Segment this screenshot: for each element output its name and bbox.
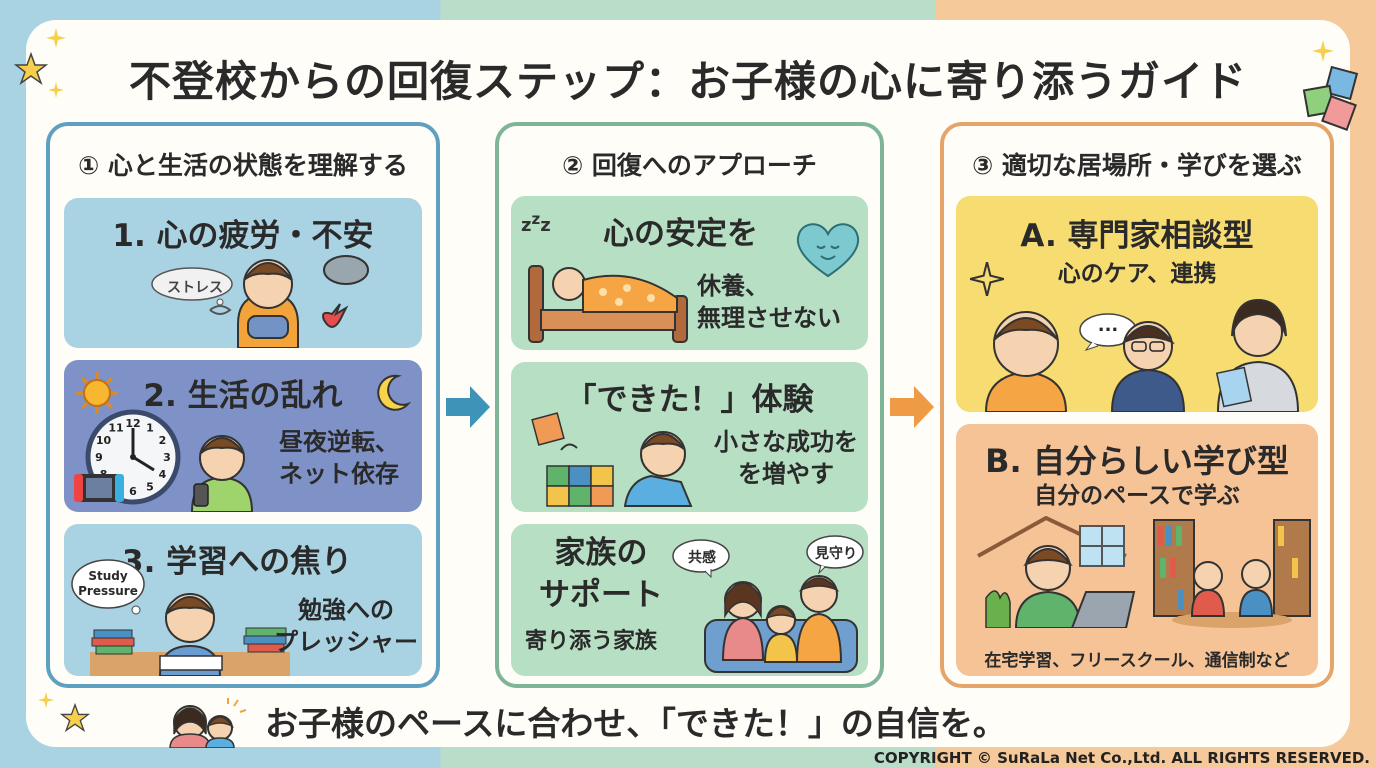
sparkle-icon [46, 28, 66, 48]
clock-number: 9 [95, 451, 103, 464]
page-title: 不登校からの回復ステップ：お子様の心に寄り添うガイド [128, 57, 1247, 106]
zzz-icon: zzz [521, 210, 551, 236]
box-text: 小さな成功を を増やす [714, 428, 858, 488]
clock-number: 5 [146, 480, 154, 493]
clock-number: 11 [108, 422, 123, 435]
box-text: 勉強への プレッシャー [274, 596, 418, 656]
column-header: ③ 適切な居場所・学びを選ぶ [972, 151, 1302, 180]
box-mental-fatigue: 1. 心の疲労・不安 ストレス [64, 198, 422, 348]
pressure-bubble-shape [71, 559, 145, 615]
watch-over-bubble-shape [806, 535, 864, 574]
box-subtitle: 自分のペースで学ぶ [1034, 483, 1240, 509]
sparkle-icon [970, 262, 1004, 296]
column-choose-place: ③ 適切な居場所・学びを選ぶ A. 専門家相談型 心のケア、連携 ... B. … [940, 122, 1334, 688]
child-phone-illustration [190, 435, 254, 512]
box-own-learning: B. 自分らしい学び型 自分のペースで学ぶ [956, 424, 1318, 676]
empathy-bubble-shape [672, 539, 730, 578]
free-school-illustration [1153, 519, 1311, 628]
box-title: 「できた！」体験 [565, 382, 814, 418]
arrow-right-icon [890, 386, 934, 428]
box-title: 1. 心の疲労・不安 [112, 218, 374, 254]
box-text: 昼夜逆転、 ネット依存 [279, 428, 399, 488]
ellipsis-bubble: ... [1097, 315, 1119, 336]
arrow-right-icon [446, 386, 490, 428]
column-approach: ② 回復へのアプローチ 心の安定を zzz 休養、 無理させない 「できた！」体… [495, 122, 884, 688]
clock-number: 3 [163, 451, 171, 464]
puzzle-icon [1302, 66, 1359, 131]
puzzle-child-illustration [531, 412, 693, 507]
box-subtitle: 寄り添う家族 [525, 629, 658, 654]
box-specialist-consult: A. 専門家相談型 心のケア、連携 ... [956, 196, 1318, 412]
star-icon [60, 703, 90, 733]
clock-number: 6 [129, 485, 137, 498]
worried-child-illustration [209, 255, 369, 348]
stress-bubble: ストレス [167, 280, 223, 296]
studying-child-illustration [90, 593, 290, 676]
sparkle-icon [48, 82, 64, 98]
footer-message: お子様のペースに合わせ、「できた！」の自信を。 [265, 704, 1006, 743]
sun-icon [76, 372, 118, 414]
sparkle-icon [1312, 40, 1334, 62]
box-subtitle: 心のケア、連携 [1057, 261, 1217, 287]
sparkle-icon [38, 692, 54, 708]
column-header: ② 回復へのアプローチ [562, 151, 817, 180]
box-title: B. 自分らしい学び型 [985, 442, 1289, 480]
clock-number: 4 [159, 468, 167, 481]
clock-number: 10 [96, 434, 112, 447]
box-study-anxiety: 3. 学習への焦り Study Pressure 勉強への プレッシャー [64, 524, 422, 676]
sleeping-child-illustration [528, 265, 688, 343]
box-title: A. 専門家相談型 [1020, 218, 1254, 254]
box-success-experience: 「できた！」体験 小さな成功を を増やす [511, 362, 868, 512]
moon-icon [377, 374, 412, 411]
star-icon [14, 52, 48, 85]
box-mental-stability: 心の安定を zzz 休養、 無理させない [511, 196, 868, 350]
box-life-disorder: 2. 生活の乱れ 121234567891011 昼夜逆転、 ネット依 [64, 360, 422, 512]
pressure-bubble: Study Pressure [78, 569, 138, 598]
parent-child-illustration [169, 698, 246, 748]
box-title: 家族の サポート [539, 535, 663, 613]
box-title: 心の安定を [603, 216, 758, 252]
clock-number: 2 [159, 434, 167, 447]
column-understand: ① 心と生活の状態を理解する 1. 心の疲労・不安 ストレス 2. 生活の乱れ [46, 122, 440, 688]
box-caption: 在宅学習、フリースクール、通信制など [984, 651, 1290, 671]
empathy-bubble: 共感 [688, 550, 716, 566]
box-text: 休養、 無理させない [697, 272, 841, 332]
copyright-notice: COPYRIGHT © SuRaLa Net Co.,Ltd. ALL RIGH… [873, 749, 1370, 767]
box-title: 2. 生活の乱れ [143, 378, 343, 414]
stress-bubble-shape [151, 267, 233, 306]
clock-number: 1 [146, 422, 154, 435]
game-console-icon [74, 474, 124, 502]
bookshelf-icon [1153, 519, 1311, 617]
column-header: ① 心と生活の状態を理解する [78, 151, 408, 180]
box-family-support: 家族の サポート 寄り添う家族 共感 見守り [511, 524, 868, 676]
clock-number: 12 [125, 417, 140, 430]
watch-over-bubble: 見守り [815, 546, 857, 562]
home-study-illustration [977, 516, 1136, 628]
family-sofa-illustration [704, 575, 858, 673]
counselor-illustration [984, 298, 1300, 412]
box-title: 3. 学習への焦り [122, 544, 353, 580]
heart-icon [796, 223, 860, 278]
